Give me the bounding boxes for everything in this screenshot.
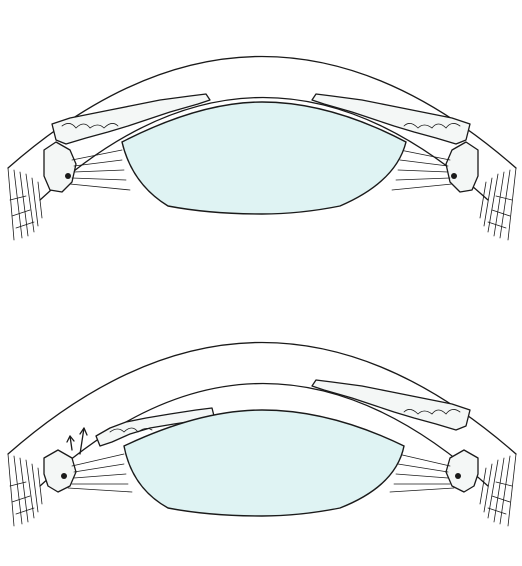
left-ciliary-body — [44, 450, 76, 492]
left-ciliary-dot — [61, 473, 67, 479]
lens — [122, 102, 406, 214]
left-zonules — [70, 150, 130, 190]
right-sclera — [480, 168, 516, 240]
eye-cross-section-bottom — [0, 286, 522, 566]
left-sclera — [8, 168, 42, 240]
right-ciliary-dot — [451, 173, 457, 179]
right-sclera — [480, 454, 516, 526]
eye-diagram-bottom — [0, 286, 522, 566]
right-ciliary-dot — [455, 473, 461, 479]
left-sclera — [8, 454, 42, 526]
left-zonules — [68, 454, 132, 492]
left-ciliary-dot — [65, 173, 71, 179]
eye-diagram-top — [0, 0, 522, 280]
eye-cross-section-top — [0, 0, 522, 280]
right-ciliary-body — [446, 450, 478, 492]
